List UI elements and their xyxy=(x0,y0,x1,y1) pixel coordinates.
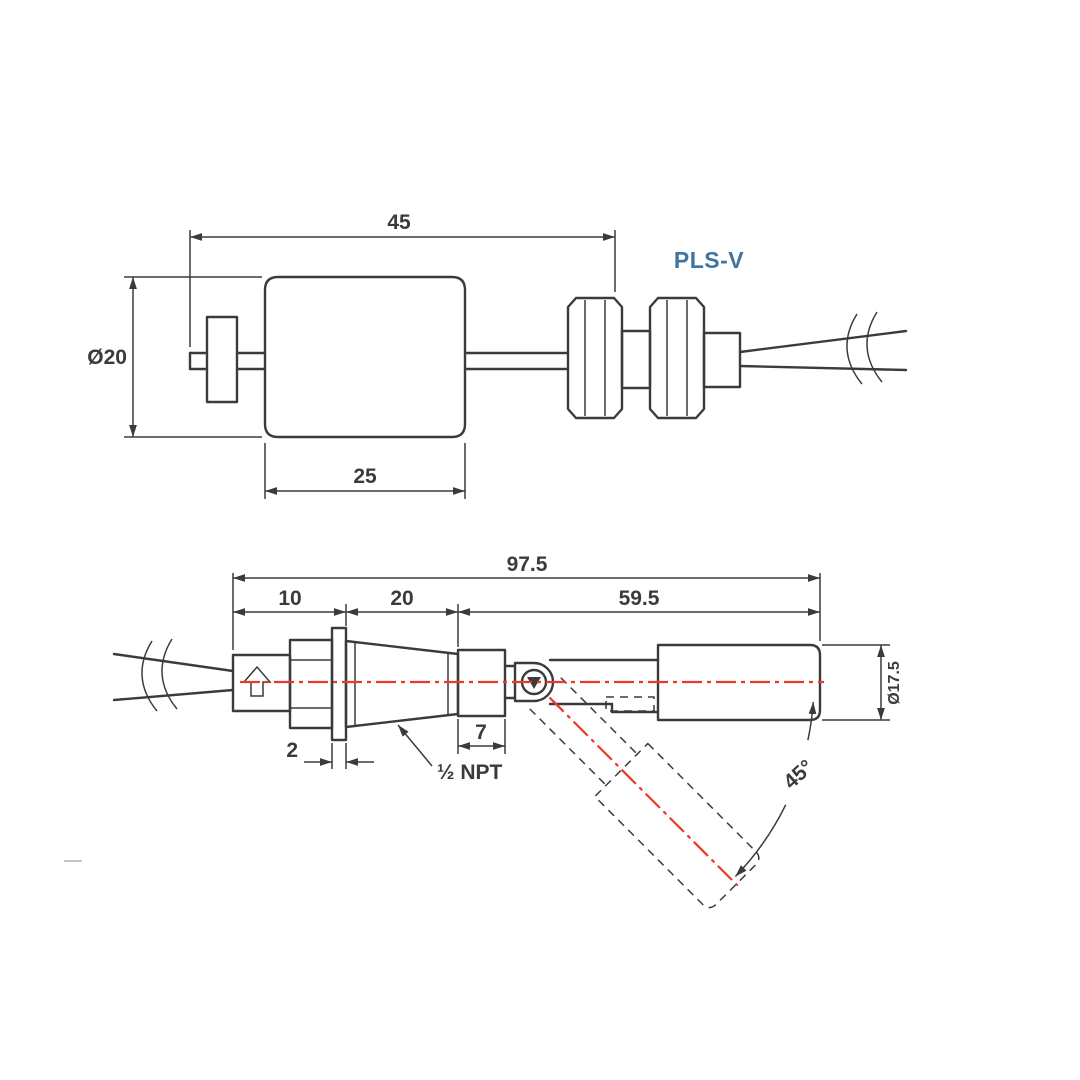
spacer xyxy=(620,329,652,390)
angle-arc xyxy=(807,701,817,741)
break-symbol xyxy=(846,313,863,385)
dim-length-text: 45 xyxy=(387,211,411,234)
wire xyxy=(112,652,235,673)
wire xyxy=(738,364,908,372)
wire xyxy=(738,329,908,354)
product-label: PLS-V xyxy=(674,247,744,273)
wire xyxy=(112,688,235,702)
thread-label-text: ½ NPT xyxy=(437,761,503,784)
float-hidden xyxy=(593,742,760,909)
dimension-diameter: Ø20 xyxy=(87,276,262,438)
float-body xyxy=(263,275,467,439)
pivot-pin xyxy=(527,677,541,689)
dim-seg1-text: 10 xyxy=(278,587,301,610)
dim-seg2-text: 20 xyxy=(390,587,413,610)
hinge-clevis xyxy=(513,661,555,703)
float-rotated-45 xyxy=(529,677,760,909)
dim-seg3-text: 59.5 xyxy=(619,587,660,610)
dimension-length: 45 xyxy=(189,211,616,347)
arm-edge-hidden xyxy=(560,677,638,755)
hex-fitting xyxy=(288,638,334,730)
stop-washer xyxy=(205,315,239,404)
bottom-view: 97.5 10 20 59.5 xyxy=(112,553,903,909)
flange-plate xyxy=(330,626,348,742)
break-symbol xyxy=(141,640,158,712)
npt-taper xyxy=(344,639,460,729)
cable-bushing xyxy=(702,331,742,389)
hidden-slot xyxy=(605,696,655,712)
dimension-float-length: 25 xyxy=(264,443,466,499)
dim-angle-text: 45° xyxy=(779,755,818,793)
dimension-total-length: 97.5 xyxy=(232,553,821,650)
float-switch-body xyxy=(188,275,908,439)
break-symbol xyxy=(161,638,178,710)
dim-float-dia-text: Ø17.5 xyxy=(886,661,903,705)
arm-edge-hidden xyxy=(529,708,607,786)
top-view: 45 PLS-V xyxy=(87,211,908,499)
hex-nut xyxy=(648,296,706,420)
dim-total-text: 97.5 xyxy=(507,553,548,576)
dim-nipple-text: 7 xyxy=(475,721,487,744)
thread-callout: ½ NPT xyxy=(397,724,503,784)
dim-diameter-text: Ø20 xyxy=(87,346,127,369)
centerline-rotated xyxy=(548,696,739,887)
float-horizontal xyxy=(656,643,822,722)
switch-side-assembly xyxy=(112,626,822,742)
hex-nut xyxy=(566,296,624,420)
dim-flange-text: 2 xyxy=(286,739,298,762)
break-symbol xyxy=(866,311,883,383)
dimension-flange: 2 xyxy=(286,739,374,769)
dimension-float-diameter: Ø17.5 xyxy=(822,644,903,721)
angle-arc xyxy=(734,804,787,878)
dimension-angle: 45° xyxy=(734,701,818,878)
leader-line xyxy=(397,724,433,767)
dimension-nipple: 7 xyxy=(457,719,506,754)
dimension-segments: 10 20 59.5 xyxy=(233,587,820,647)
dim-float-text: 25 xyxy=(353,465,377,488)
